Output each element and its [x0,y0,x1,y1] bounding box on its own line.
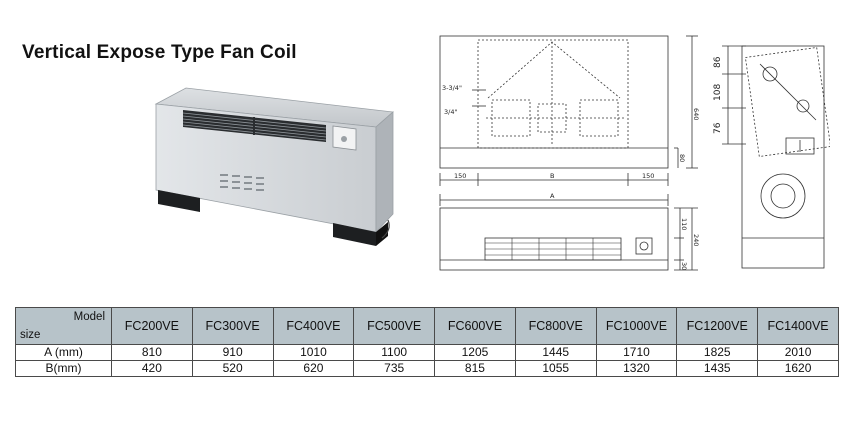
dim-108: 108 [713,84,723,101]
model-header-cell: FC400VE [272,307,355,345]
dimension-drawing: 3-3/4" 3/4" 150 B 150 A 640 80 110 240 3… [439,35,830,271]
header-model-label: Model [73,311,105,323]
model-header-cell: FC500VE [353,307,436,345]
dim-240: 240 [692,234,700,246]
dim-150-left: 150 [454,172,466,180]
table-cell: 1100 [353,344,436,361]
dim-30: 30 [680,262,688,270]
header-corner-cell: Model size [15,307,112,345]
dim-a: A [550,192,555,200]
table-cell: 1620 [757,360,839,377]
dim-150-right: 150 [642,172,654,180]
pipe-size-label-top: 3-3/4" [442,84,462,92]
table-cell: 1205 [434,344,516,361]
model-header-cell: FC600VE [434,307,516,345]
spec-table: Model size FC200VE FC300VE FC400VE FC500… [15,307,839,377]
header-size-label: size [20,329,41,341]
model-header-cell: FC1000VE [595,307,678,345]
row-label-a: A (mm) [15,344,112,361]
page-title: Vertical Expose Type Fan Coil [22,42,297,63]
table-cell: 2010 [757,344,839,361]
table-cell: 1435 [676,360,759,377]
dim-110: 110 [680,218,688,230]
table-cell: 1320 [595,360,678,377]
fan-coil-unit-image [154,87,394,246]
dim-b: B [550,172,554,180]
table-row: B(mm) 420 520 620 735 815 1055 1320 1435… [15,360,839,377]
pipe-size-label-bottom: 3/4" [444,108,457,116]
dim-640: 640 [692,108,700,120]
model-header-cell: FC800VE [514,307,597,345]
dim-80: 80 [678,154,686,162]
table-cell: 810 [111,344,193,361]
row-label-b: B(mm) [15,360,112,377]
model-header-cell: FC1200VE [676,307,759,345]
table-cell: 1445 [514,344,597,361]
model-header-cell: FC1400VE [757,307,839,345]
table-row: A (mm) 810 910 1010 1100 1205 1445 1710 … [15,344,839,361]
dim-86: 86 [713,56,723,68]
table-cell: 735 [353,360,436,377]
model-header-cell: FC200VE [111,307,193,345]
table-header-row: Model size FC200VE FC300VE FC400VE FC500… [15,307,839,345]
table-cell: 420 [111,360,193,377]
table-cell: 1055 [514,360,597,377]
table-cell: 1710 [595,344,678,361]
table-cell: 620 [272,360,355,377]
table-cell: 815 [434,360,516,377]
model-header-cell: FC300VE [191,307,274,345]
table-cell: 910 [191,344,274,361]
table-cell: 1825 [676,344,759,361]
table-cell: 1010 [272,344,355,361]
dim-76: 76 [713,122,723,134]
table-cell: 520 [191,360,274,377]
